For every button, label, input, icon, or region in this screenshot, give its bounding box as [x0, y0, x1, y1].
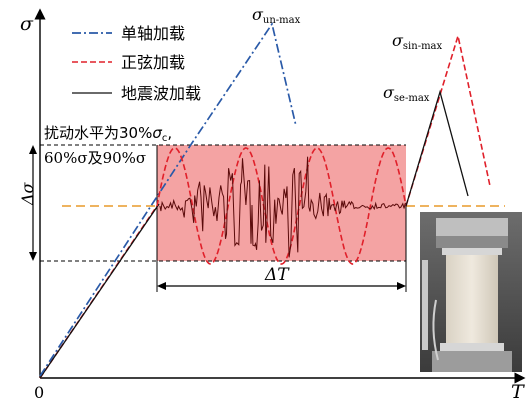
sigma-sin-max-label: σsin-max: [392, 31, 443, 52]
y-axis-label: σ: [20, 13, 34, 35]
disturbance-level-line2: 60%σ及90%σ: [44, 149, 146, 167]
origin-label: 0: [34, 383, 44, 402]
x-axis-label: T: [511, 381, 525, 403]
legend-seismic-label: 地震波加载: [121, 84, 201, 103]
delta-t-label: ΔT: [264, 265, 290, 285]
legend-uniaxial-label: 单轴加载: [121, 24, 185, 43]
seismic-ramp: [39, 203, 160, 379]
disturbance-level-line1: 扰动水平为30%σc,: [44, 124, 172, 144]
legend: 单轴加载 正弦加载 地震波加载: [72, 24, 201, 103]
seismic-wave: [159, 156, 407, 258]
delta-sigma-label: Δσ: [18, 181, 37, 206]
sigma-se-max-label: σse-max: [383, 83, 430, 104]
seismic-post-curve: [405, 89, 469, 207]
sine-wave: [156, 147, 407, 265]
legend-sine-label: 正弦加载: [121, 53, 185, 72]
sigma-un-max-label: σun-max: [252, 5, 301, 26]
specimen-photo-icon: [420, 212, 522, 372]
disturbance-band: [157, 145, 406, 261]
uniaxial-curve: [39, 21, 297, 377]
